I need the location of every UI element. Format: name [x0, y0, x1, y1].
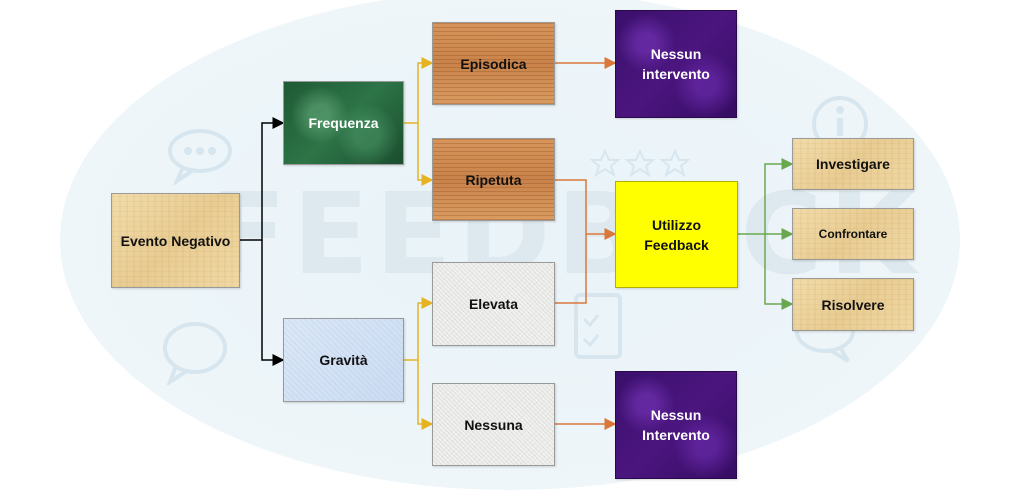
node-evento-negativo: Evento Negativo — [111, 193, 240, 288]
node-nessun-intervento-2: Nessun Intervento — [615, 371, 737, 479]
node-investigare: Investigare — [792, 138, 914, 190]
connector-frequenza — [404, 57, 434, 186]
node-ripetuta: Ripetuta — [432, 138, 555, 221]
clipboard-icon — [574, 293, 622, 359]
connector-actions — [738, 158, 794, 310]
node-risolvere: Risolvere — [792, 278, 914, 331]
connector-root — [240, 117, 285, 366]
node-nessuna: Nessuna — [432, 383, 555, 466]
connector-lines — [240, 57, 794, 430]
connector-outcomes — [555, 57, 617, 430]
quote-bubble-icon — [163, 322, 227, 385]
node-confrontare: Confrontare — [792, 208, 914, 260]
connector-gravita — [404, 297, 434, 430]
node-utilizzo-feedback: Utilizzo Feedback — [615, 181, 738, 288]
node-episodica: Episodica — [432, 22, 555, 105]
node-frequenza: Frequenza — [283, 81, 404, 165]
speech-bubble-icon — [168, 129, 232, 185]
stars-icon — [590, 148, 690, 178]
node-elevata: Elevata — [432, 262, 555, 346]
node-gravita: Gravità — [283, 318, 404, 402]
node-nessun-intervento-1: Nessun intervento — [615, 10, 737, 118]
